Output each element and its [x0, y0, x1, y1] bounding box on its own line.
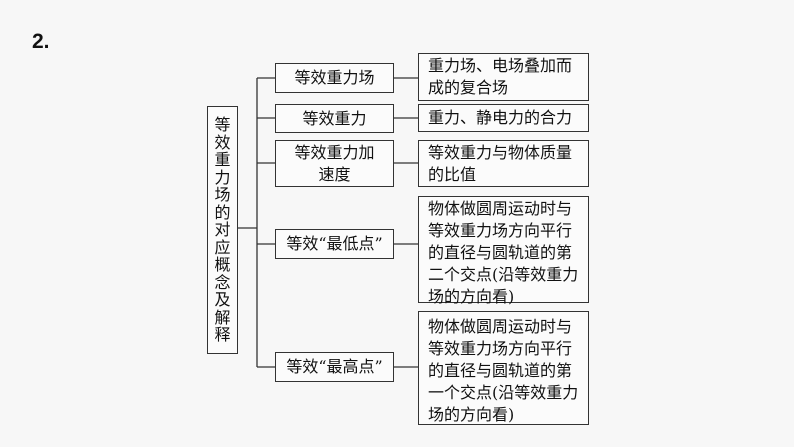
- root-label-char: 概: [214, 255, 231, 275]
- explanation-box-acceleration: 等效重力与物体质量的比值: [418, 140, 589, 187]
- root-label-char: 念: [214, 272, 231, 292]
- root-label-char: 等: [214, 115, 231, 135]
- root-label-char: 应: [214, 237, 231, 257]
- explanation-text: 等效重力与物体质量的比值: [428, 143, 573, 184]
- root-label-char: 解: [214, 307, 231, 327]
- root-concept-box: 等效重力场的对应概念及解释: [207, 106, 238, 354]
- root-label-char: 力: [214, 167, 231, 187]
- concept-label: 等效重力: [302, 108, 367, 128]
- explanation-text: 重力场、电场叠加而成的复合场: [428, 56, 573, 97]
- problem-number: 2.: [32, 30, 50, 53]
- root-label-char: 的: [214, 202, 231, 222]
- root-label-char: 对: [214, 220, 231, 240]
- root-label-char: 重: [214, 150, 231, 170]
- root-label-char: 及: [214, 290, 231, 310]
- concept-box-equivalent-acceleration: 等效重力加速度: [275, 140, 394, 187]
- explanation-box-gravity: 重力、静电力的合力: [418, 104, 589, 132]
- concept-label: 等效“最高点”: [286, 357, 383, 376]
- concept-box-equivalent-lowest-point: 等效“最低点”: [275, 229, 394, 259]
- concept-label: 等效“最低点”: [286, 234, 383, 253]
- concept-box-equivalent-highest-point: 等效“最高点”: [275, 352, 394, 382]
- explanation-box-gravity-field: 重力场、电场叠加而成的复合场: [418, 53, 589, 101]
- root-label-char: 效: [214, 132, 231, 152]
- explanation-box-lowest-point: 物体做圆周运动时与等效重力场方向平行的直径与圆轨道的第二个交点(沿等效重力场的方…: [418, 196, 589, 306]
- concept-label: 等效重力加速度: [294, 142, 375, 184]
- explanation-text: 重力、静电力的合力: [428, 108, 573, 127]
- root-label-char: 场: [214, 185, 231, 205]
- concept-label: 等效重力场: [294, 68, 375, 87]
- concept-box-equivalent-gravity: 等效重力: [275, 104, 394, 133]
- root-label-char: 释: [214, 325, 231, 345]
- explanation-box-highest-point: 物体做圆周运动时与等效重力场方向平行的直径与圆轨道的第一个交点(沿等效重力场的方…: [418, 311, 589, 425]
- concept-box-equivalent-gravity-field: 等效重力场: [275, 63, 394, 93]
- explanation-text: 物体做圆周运动时与等效重力场方向平行的直径与圆轨道的第一个交点(沿等效重力场的方…: [428, 317, 579, 424]
- explanation-text: 物体做圆周运动时与等效重力场方向平行的直径与圆轨道的第二个交点(沿等效重力场的方…: [428, 199, 579, 306]
